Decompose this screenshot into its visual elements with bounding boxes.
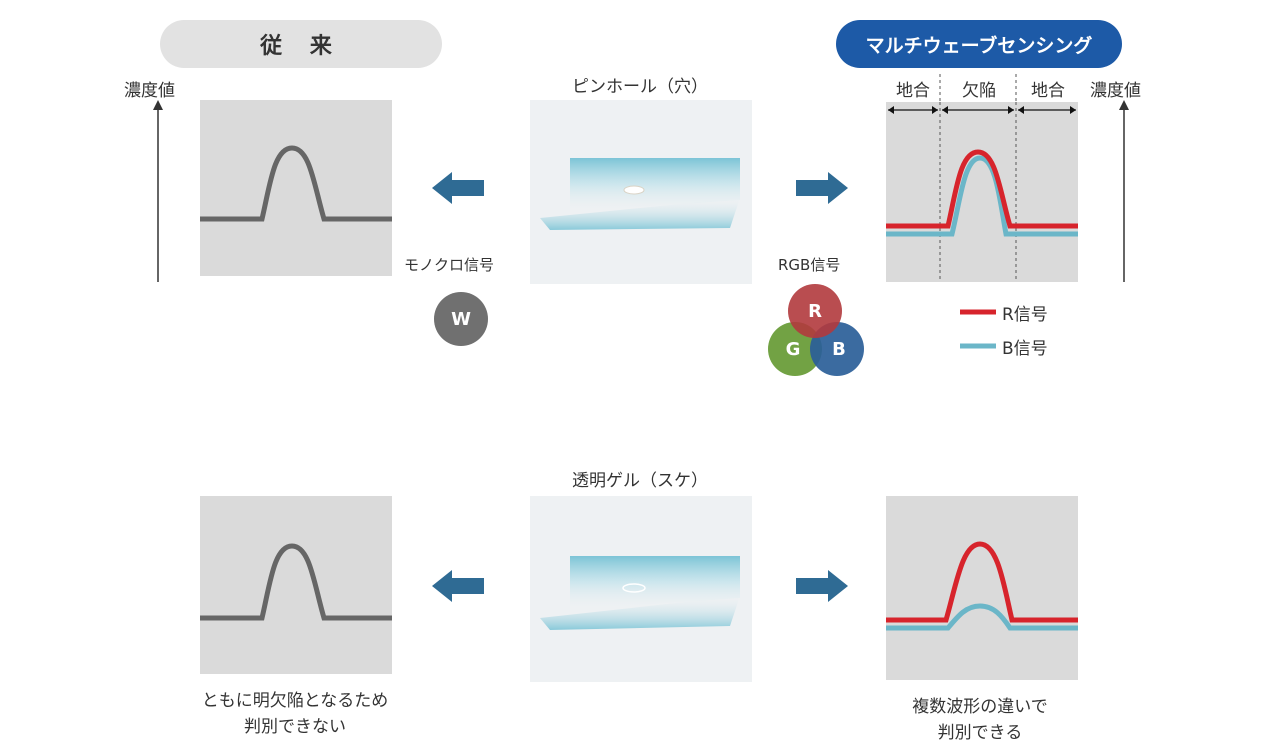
right-axis-label: 濃度値 [1090, 81, 1141, 101]
w-circle-label: W [451, 308, 471, 330]
rgb-signal-label: RGB信号 [778, 256, 841, 274]
top-right-waveform-panel [886, 102, 1078, 282]
bottom-left-waveform-panel [200, 496, 392, 674]
multiwave-sensing-header: マルチウェーブセンシング [836, 20, 1122, 68]
gel-film-illustration [540, 556, 740, 630]
multiwave-label: マルチウェーブセンシング [865, 34, 1093, 57]
top-sample-title: ピンホール（穴） [572, 77, 708, 97]
top-left-waveform-panel [200, 100, 392, 276]
left-axis-arrow [153, 100, 163, 282]
pinhole-sample-image [530, 100, 752, 284]
region-label-base-right: 地合 [1031, 81, 1065, 101]
r-circle-label: R [808, 300, 822, 322]
top-left-arrow-icon [432, 172, 484, 204]
top-right-arrow-icon [796, 172, 848, 204]
legend-b-label: B信号 [1002, 339, 1048, 359]
bottom-left-mono-waveform [200, 543, 392, 621]
bottom-left-caption-line1: ともに明欠陥となるため [201, 691, 389, 711]
b-circle-label: B [832, 338, 846, 360]
pinhole-film-illustration [540, 158, 740, 230]
mono-signal-label: モノクロ信号 [404, 256, 495, 274]
legend-b-swatch [960, 343, 996, 349]
red-signal-circle: R [788, 284, 842, 338]
bottom-right-caption-line2: 判別できる [937, 723, 1023, 743]
top-left-mono-waveform [200, 145, 392, 222]
top-right-rgb-waveform [886, 102, 1078, 282]
region-label-base-left: 地合 [896, 81, 930, 101]
conventional-label: 従 来 [260, 34, 342, 59]
g-circle-label: G [785, 338, 801, 360]
bottom-right-arrow-icon [796, 570, 848, 602]
bottom-sample-title: 透明ゲル（スケ） [572, 471, 708, 491]
bottom-right-waveform-panel [886, 496, 1078, 680]
region-dividers-top [939, 74, 1017, 104]
legend-r-swatch [960, 309, 996, 315]
white-signal-circle: W [434, 292, 488, 346]
bottom-right-caption-line1: 複数波形の違いで [912, 697, 1048, 717]
bottom-right-rgb-waveform [886, 541, 1078, 631]
region-label-defect: 欠陥 [962, 81, 996, 101]
right-axis-arrow [1119, 100, 1129, 282]
bottom-left-arrow-icon [432, 570, 484, 602]
region-range-arrows [888, 106, 1076, 114]
conventional-header: 従 来 [160, 20, 442, 68]
bottom-left-caption-line2: 判別できない [244, 717, 346, 737]
legend-r-label: R信号 [1002, 305, 1048, 325]
transparent-gel-sample-image [530, 496, 752, 682]
left-axis-label: 濃度値 [124, 81, 175, 101]
